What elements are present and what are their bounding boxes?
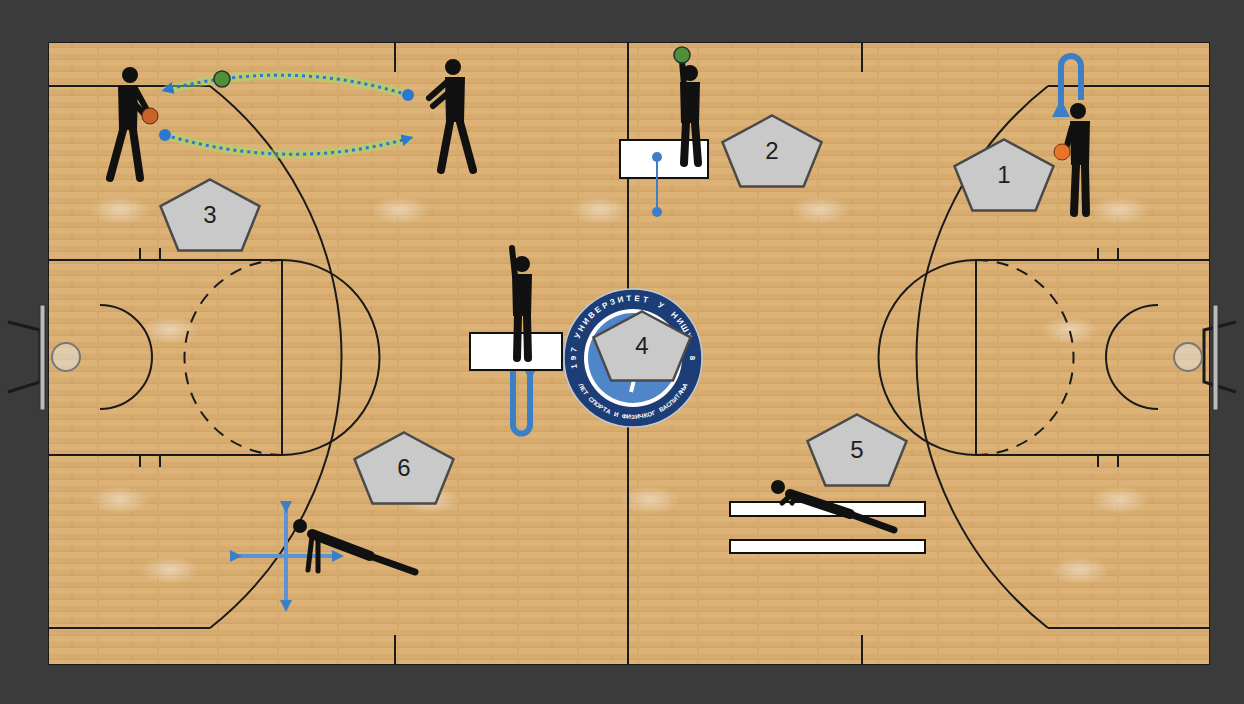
movement-arrow bbox=[513, 365, 530, 434]
callout-number: 4 bbox=[592, 334, 692, 358]
station-number: 2 bbox=[721, 114, 823, 188]
player bbox=[110, 67, 158, 178]
basket bbox=[8, 305, 1236, 410]
station-number: 4 bbox=[592, 310, 692, 382]
marker bbox=[652, 152, 662, 217]
pass-arrows bbox=[159, 71, 414, 154]
callout-number: 2 bbox=[721, 139, 823, 163]
station-number: 1 bbox=[953, 138, 1055, 212]
callout-number: 6 bbox=[353, 456, 455, 480]
station-number: 6 bbox=[353, 431, 455, 505]
callout-number: 3 bbox=[159, 203, 261, 227]
callout-number: 1 bbox=[953, 163, 1055, 187]
player bbox=[429, 59, 473, 170]
station-number: 5 bbox=[806, 413, 908, 487]
callout-number: 5 bbox=[806, 438, 908, 462]
player bbox=[680, 61, 700, 163]
bar bbox=[730, 540, 925, 553]
station-number: 3 bbox=[159, 178, 261, 252]
player bbox=[1054, 103, 1090, 213]
movement-arrow bbox=[1061, 56, 1081, 108]
pushup-figure bbox=[771, 480, 894, 530]
pushup-figure bbox=[293, 519, 415, 572]
player bbox=[512, 248, 532, 358]
ball bbox=[674, 47, 690, 63]
direction-cross bbox=[236, 507, 338, 606]
